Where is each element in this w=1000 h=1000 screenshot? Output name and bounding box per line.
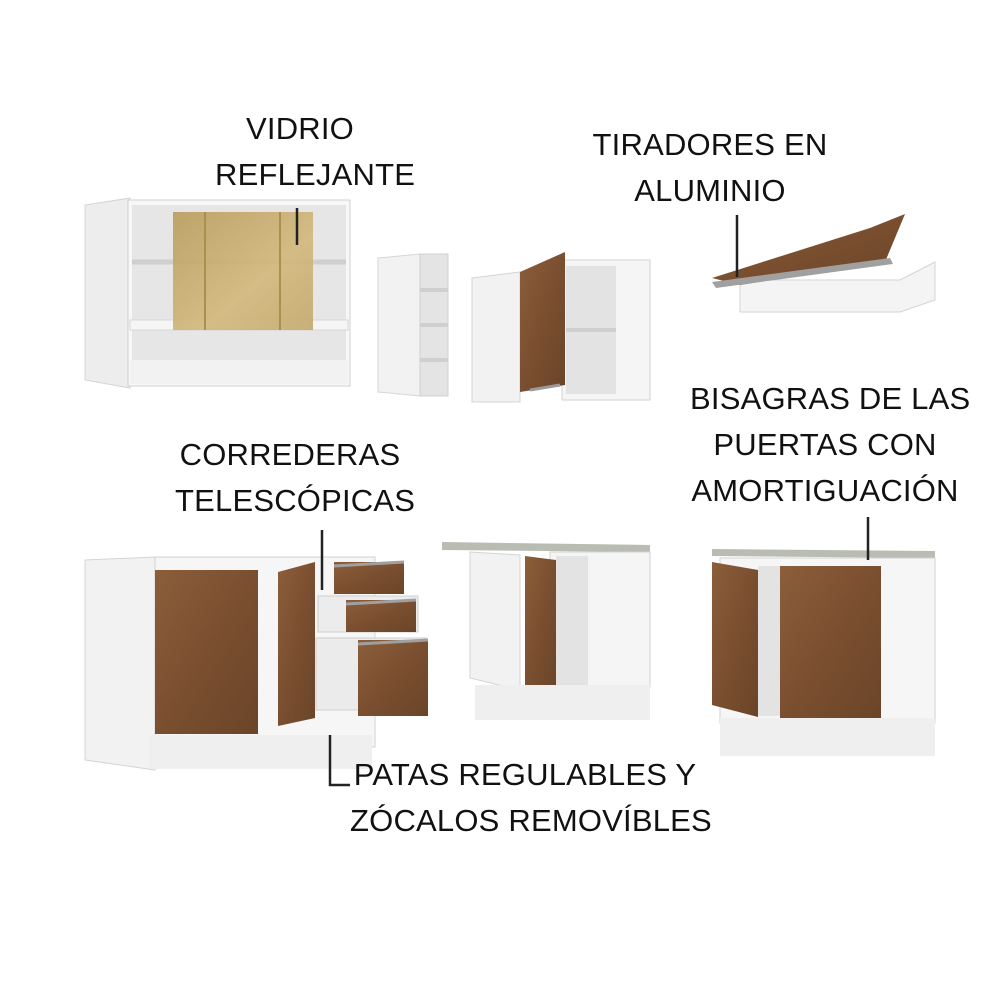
narrow-shelf-cabinet [377,253,449,397]
label-telescopic-slides: CORREDERAS TELESCÓPICAS [175,432,416,524]
label-slides-line2: TELESCÓPICAS [175,483,416,518]
drawer-middle [346,600,416,632]
lift-up-wood-door [712,214,905,285]
label-slides-line1: CORREDERAS [179,437,401,472]
drawer-bottom [358,640,428,716]
label-feet-line2: ZÓCALOS REMOVÍBLES [350,803,712,838]
right-open-door [712,562,758,717]
leader-lines [295,208,870,787]
upper-glass-cabinet [84,197,351,389]
label-reflective-glass: VIDRIO REFLEJANTE [215,106,416,198]
drawer-top [334,562,404,594]
countertop [442,542,650,552]
label-hinges-line2: PUERTAS CON [713,427,937,462]
aluminum-handle [712,258,893,288]
base-drawer-cabinet [84,556,429,771]
base-open-door [278,562,315,726]
lift-up-cabinet [712,214,936,313]
reflective-glass-door [173,212,313,330]
corner-base-cabinet [442,542,651,720]
label-feet-line1: PATAS REGULABLES Y [353,757,697,792]
corner-wood-door [525,556,556,692]
label-hinges-line3: AMORTIGUACIÓN [691,473,959,508]
label-aluminum-handles: TIRADORES EN ALUMINIO [590,122,830,214]
base-left-door [155,570,258,734]
countertop-right [712,549,935,558]
label-adjustable-feet: PATAS REGULABLES Y ZÓCALOS REMOVÍBLES [350,752,712,844]
label-soft-close-hinges: BISAGRAS DE LAS PUERTAS CON AMORTIGUACIÓ… [690,376,971,514]
corner-upper-cabinet [471,252,651,403]
label-glass-line1: VIDRIO [246,111,354,146]
label-hinges-line1: BISAGRAS DE LAS [690,381,971,416]
label-glass-line2: REFLEJANTE [215,157,416,192]
two-door-base-cabinet [712,549,936,756]
label-handles-line2: ALUMINIO [634,173,786,208]
label-handles-line1: TIRADORES EN [592,127,828,162]
right-closed-door [780,566,881,722]
wood-door [520,252,565,392]
